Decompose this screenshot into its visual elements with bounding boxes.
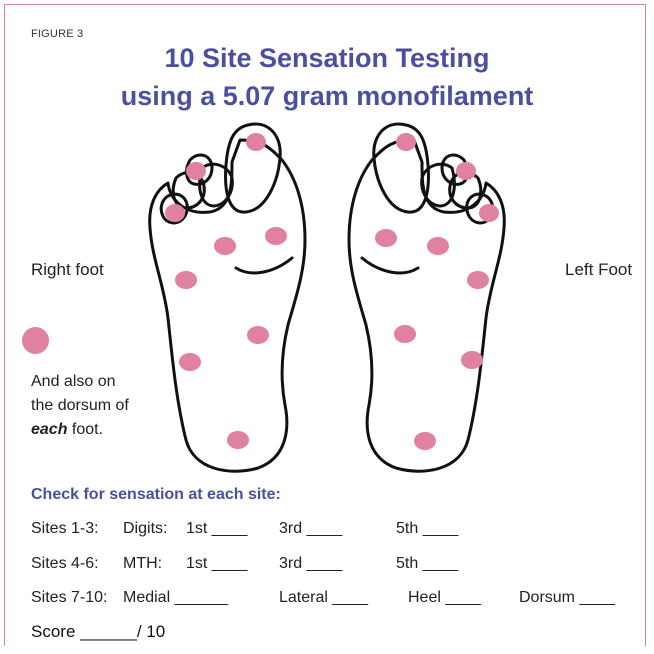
right-site-lateral bbox=[179, 353, 201, 371]
right-site-digit-1 bbox=[246, 133, 266, 151]
left-site-lateral bbox=[461, 351, 483, 369]
row2-field-3rd: 3rd ____ bbox=[279, 555, 342, 573]
right-site-heel bbox=[227, 431, 249, 449]
right-site-digit-5 bbox=[165, 204, 185, 222]
row3-prefix: Sites 7-10: bbox=[31, 589, 107, 607]
right-site-digit-3 bbox=[186, 162, 206, 180]
left-site-digit-1 bbox=[396, 133, 416, 151]
row1-field-5th: 5th ____ bbox=[396, 520, 458, 538]
row2-prefix: Sites 4-6: bbox=[31, 555, 99, 573]
row2-field-5th: 5th ____ bbox=[396, 555, 458, 573]
left-site-mth-1 bbox=[375, 229, 397, 247]
left-site-medial bbox=[394, 325, 416, 343]
right-site-mth-3 bbox=[214, 237, 236, 255]
right-foot-ball-line bbox=[236, 258, 292, 273]
right-site-mth-5 bbox=[175, 271, 197, 289]
row1-field-1st: 1st ____ bbox=[186, 520, 247, 538]
row1-field-3rd: 3rd ____ bbox=[279, 520, 342, 538]
score-line: Score ______/ 10 bbox=[31, 622, 165, 642]
row3-field-dorsum: Dorsum ____ bbox=[519, 589, 615, 607]
row3-field-heel: Heel ____ bbox=[408, 589, 481, 607]
left-foot-ball-line bbox=[362, 258, 418, 273]
left-foot bbox=[349, 124, 504, 471]
row1-group: Digits: bbox=[123, 520, 167, 538]
row3-field-lateral: Lateral ____ bbox=[279, 589, 368, 607]
right-site-medial bbox=[247, 326, 269, 344]
check-heading: Check for sensation at each site: bbox=[31, 486, 281, 504]
row2-field-1st: 1st ____ bbox=[186, 555, 247, 573]
left-site-heel bbox=[414, 432, 436, 450]
row2-group: MTH: bbox=[123, 555, 162, 573]
left-site-digit-5 bbox=[479, 204, 499, 222]
right-site-mth-1 bbox=[265, 227, 287, 245]
left-site-mth-5 bbox=[467, 271, 489, 289]
left-site-digit-3 bbox=[456, 162, 476, 180]
right-foot bbox=[150, 124, 305, 471]
row3-field-medial: Medial ______ bbox=[123, 589, 228, 607]
left-site-mth-3 bbox=[427, 237, 449, 255]
row1-prefix: Sites 1-3: bbox=[31, 520, 99, 538]
